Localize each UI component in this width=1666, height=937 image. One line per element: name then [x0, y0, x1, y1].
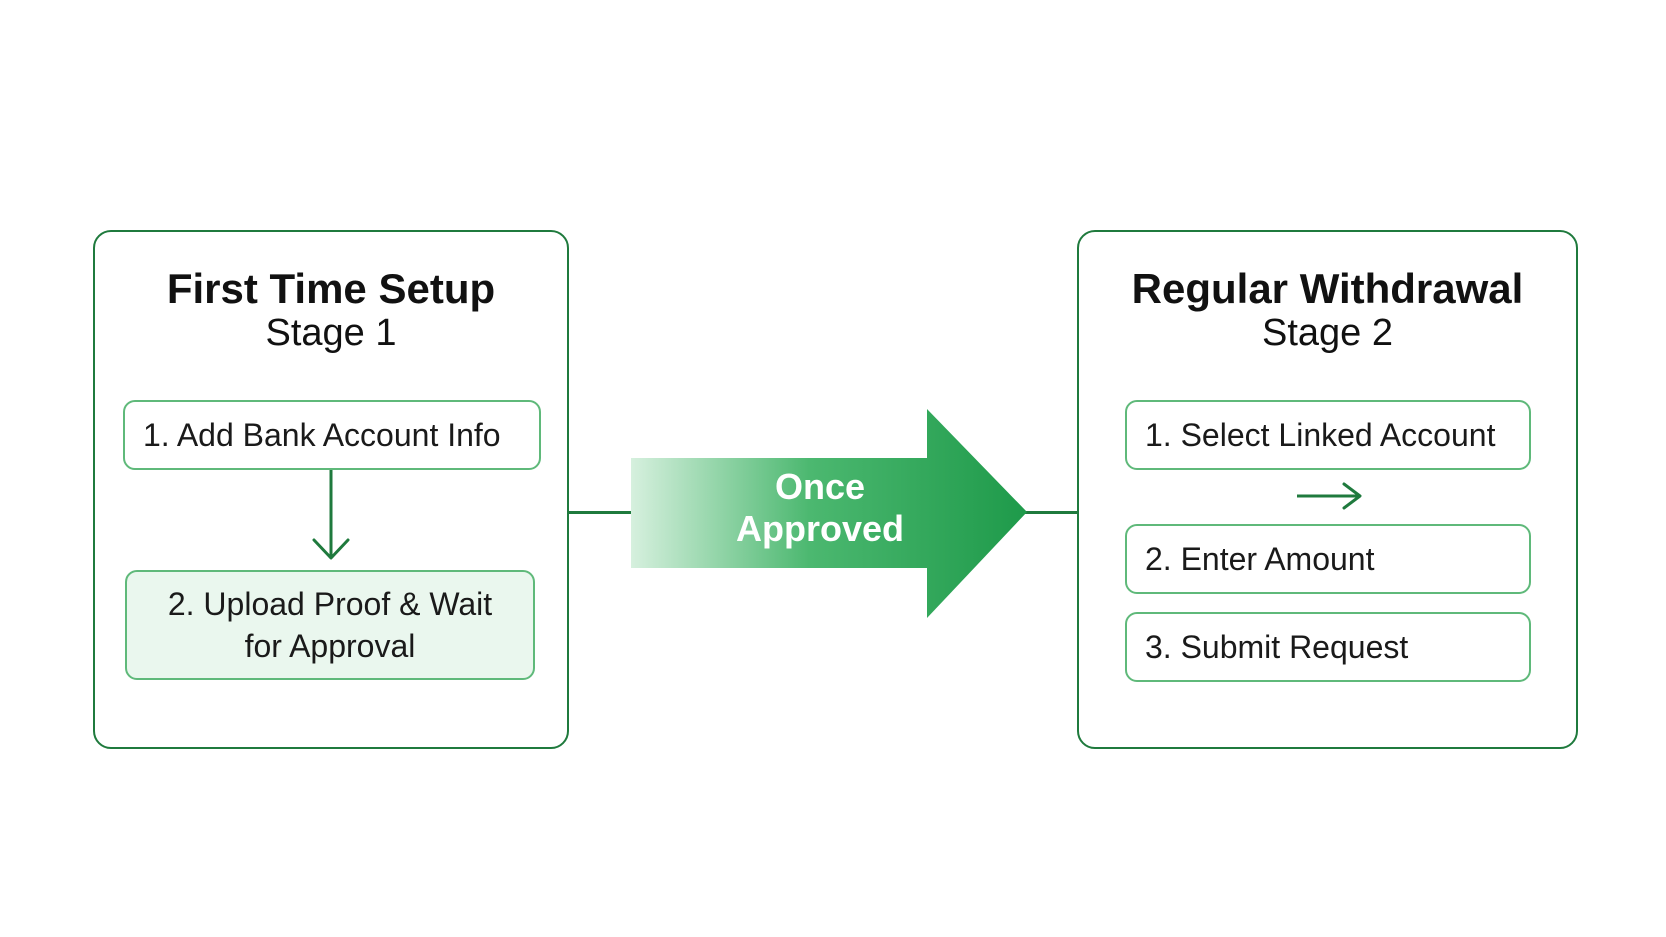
connector-left [569, 511, 631, 514]
stage2-panel: Regular Withdrawal Stage 2 1. Select Lin… [1077, 230, 1578, 749]
stage2-step-3-label: 3. Submit Request [1145, 628, 1409, 665]
connector-right [1020, 511, 1078, 514]
stage1-title: First Time Setup [166, 265, 496, 312]
stage1-step-1-label: 1. Add Bank Account Info [143, 416, 501, 453]
arrow-right-icon [1297, 482, 1362, 510]
arrow-down-icon [312, 470, 350, 560]
stage1-step-2: 2. Upload Proof & Wait for Approval [125, 570, 535, 680]
stage2-step-2-label: 2. Enter Amount [1145, 540, 1375, 577]
stage2-title: Regular Withdrawal [1131, 265, 1524, 312]
stage2-step-1-label: 1. Select Linked Account [1145, 416, 1496, 453]
transition-label: Once Approved [735, 466, 904, 549]
stage1-step-1: 1. Add Bank Account Info [123, 400, 541, 470]
stage2-subtitle: Stage 2 [1262, 312, 1393, 354]
stage2-step-3: 3. Submit Request [1125, 612, 1531, 682]
stage1-step-2-label: 2. Upload Proof & Wait for Approval [167, 586, 493, 664]
stage2-step-2: 2. Enter Amount [1125, 524, 1531, 594]
stage2-step-1: 1. Select Linked Account [1125, 400, 1531, 470]
stage1-subtitle: Stage 1 [265, 312, 397, 354]
transition-arrow [631, 409, 1027, 618]
